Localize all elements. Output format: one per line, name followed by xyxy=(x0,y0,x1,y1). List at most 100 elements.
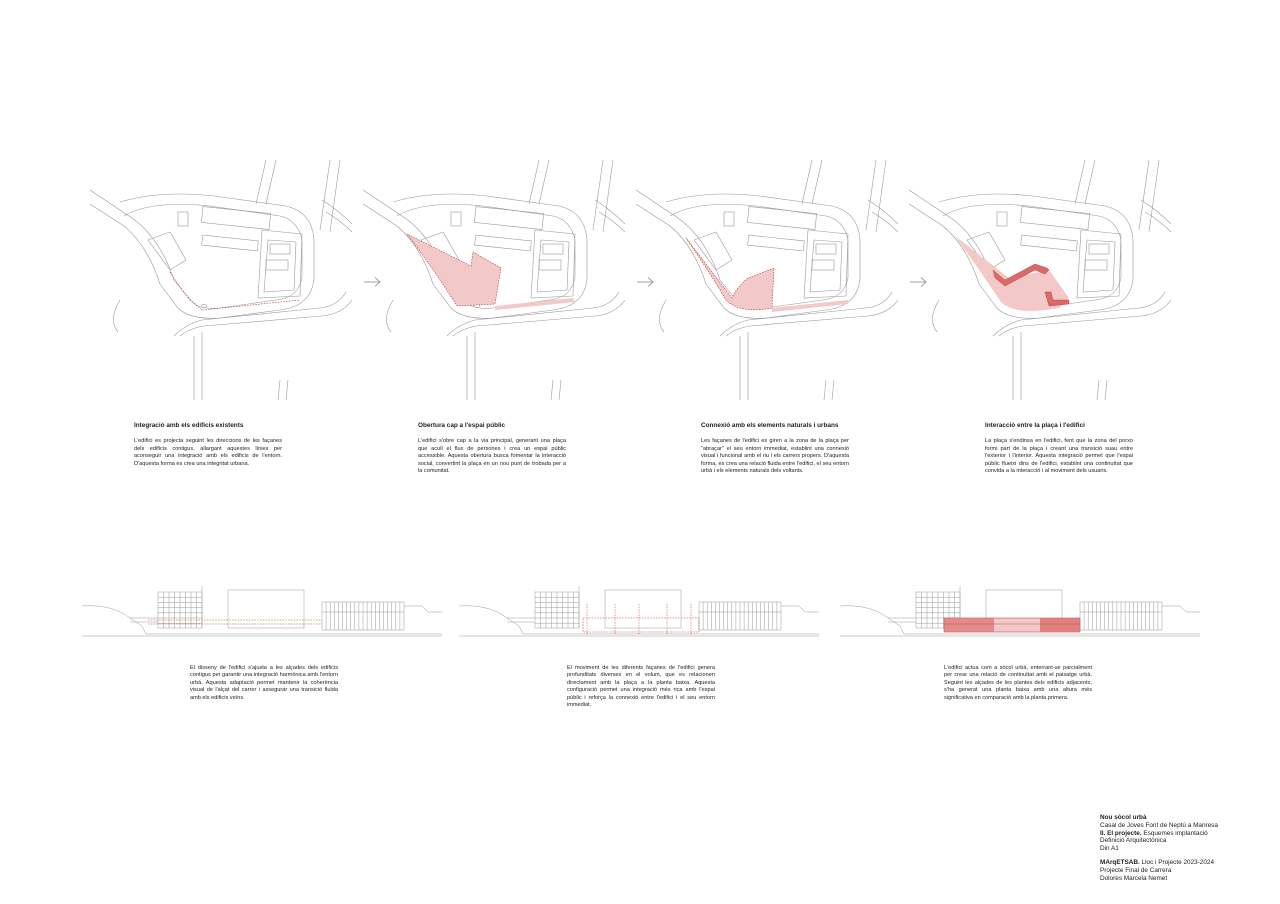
street-edge xyxy=(801,160,823,205)
site-plan-4 xyxy=(909,160,1171,400)
street-edge xyxy=(932,299,940,333)
building-footprint xyxy=(265,259,289,271)
street-edge xyxy=(719,291,893,337)
facade-depth-outline xyxy=(582,617,700,633)
format-line: Din A1 xyxy=(1100,845,1119,853)
project-subtitle: Casal de Joves Font de Neptú a Manresa xyxy=(1100,821,1218,829)
site-plan-2 xyxy=(363,160,625,400)
building-footprint xyxy=(474,206,544,230)
street-edge xyxy=(1140,199,1171,233)
street-edge xyxy=(594,199,625,233)
plinth-volume xyxy=(944,618,994,632)
ground-line xyxy=(459,605,819,635)
building-footprint xyxy=(747,206,817,230)
building-block xyxy=(803,229,849,299)
street-edge xyxy=(277,379,289,400)
diagram-text: Les façanes de l'edifici es giren a la z… xyxy=(701,438,849,475)
building-courtyard xyxy=(1082,239,1116,293)
street-elevation-2-drawing xyxy=(459,586,819,637)
building-block xyxy=(1076,229,1122,299)
street-edge xyxy=(386,299,394,333)
street-edge xyxy=(867,199,898,233)
street-edge xyxy=(888,617,916,623)
street-elevation-2 xyxy=(459,582,819,644)
building-block xyxy=(530,229,576,299)
porch-volume xyxy=(992,263,1050,287)
building-footprint xyxy=(177,211,189,227)
arrow-right-icon xyxy=(637,276,655,288)
elevation-description-1: El disseny de l'edifici s'ajusta a les a… xyxy=(190,665,338,701)
project-title: Nou sòcol urbà xyxy=(1100,814,1147,821)
street-edge xyxy=(636,193,861,319)
diagram-description-2: Obertura cap a l'espai públic L'edifici … xyxy=(418,422,566,475)
building-facade xyxy=(227,589,305,629)
ground-line xyxy=(840,605,1200,635)
street-edge xyxy=(173,291,347,337)
street-edge xyxy=(363,193,588,319)
street-edge xyxy=(998,299,1171,337)
school-label: MArqETSAB. xyxy=(1100,858,1140,866)
site-plan-3 xyxy=(636,160,898,400)
street-edge xyxy=(466,332,476,400)
elevation-description-3: L'edifici actua com a sòcol urbà, enterr… xyxy=(944,665,1092,701)
building-footprint xyxy=(747,234,805,252)
school-line: MArqETSAB. Lloc i Projecte 2023-2024 xyxy=(1100,859,1260,867)
section-line: II. El projecte. Esquemes implantació xyxy=(1100,830,1260,838)
street-edge xyxy=(992,291,1166,337)
street-elevation-3-drawing xyxy=(840,586,1200,637)
street-edge xyxy=(636,189,849,309)
building-facade xyxy=(604,589,682,629)
building-footprint xyxy=(1020,234,1078,252)
street-elevation-1-drawing xyxy=(82,586,442,637)
building-footprint xyxy=(1084,259,1108,271)
elevation-description-2: El moviment de les diferents façanes de … xyxy=(567,665,715,709)
street-elevation-1 xyxy=(82,582,442,644)
building-footprint xyxy=(542,243,564,255)
building-footprint xyxy=(996,211,1008,227)
public-space-opening xyxy=(406,233,502,307)
porch-volume xyxy=(1044,291,1070,307)
street-edge xyxy=(179,299,352,337)
thesis-line: Projecte Final de Carrera xyxy=(1100,866,1172,874)
building-footprint xyxy=(538,259,562,271)
street-edge xyxy=(781,605,819,613)
street-edge xyxy=(404,605,442,613)
street-edge xyxy=(1138,160,1160,233)
street-edge xyxy=(823,379,835,400)
street-edge xyxy=(592,160,614,233)
alignment-line xyxy=(169,271,301,311)
section-name: Esquemes implantació xyxy=(1141,829,1208,837)
building-footprint xyxy=(147,231,187,271)
site-plan-1-drawing xyxy=(90,160,352,400)
street-edge xyxy=(1012,332,1022,400)
street-edge xyxy=(528,160,550,205)
street-edge xyxy=(255,160,277,205)
section-label: II. El projecte. xyxy=(1100,829,1142,837)
arrow-right-icon xyxy=(364,276,382,288)
public-space-opening xyxy=(495,298,575,310)
site-plan-1 xyxy=(90,160,352,400)
street-edge xyxy=(865,160,887,233)
diagram-title: Interacció entre la plaça i l'edifici xyxy=(985,422,1085,429)
arrow-right-icon xyxy=(910,276,928,288)
street-edge xyxy=(321,199,352,233)
title-block: Nou sòcol urbà Casal de Joves Font de Ne… xyxy=(1100,814,1260,882)
building-block xyxy=(257,229,303,299)
street-edge xyxy=(909,193,1134,319)
street-edge xyxy=(446,291,620,337)
building-footprint xyxy=(269,243,291,255)
building-footprint xyxy=(1088,243,1110,255)
building-footprint xyxy=(474,234,532,252)
diagram-title: Connexió amb els elements naturals i urb… xyxy=(701,422,839,429)
street-elevation-3 xyxy=(840,582,1200,644)
street-edge xyxy=(507,617,535,623)
building-courtyard xyxy=(536,239,570,293)
site-plan-3-drawing xyxy=(636,160,898,400)
building-footprint xyxy=(201,206,271,230)
author-name: Dolores Marcela Nemet xyxy=(1100,874,1168,882)
site-plan-4-drawing xyxy=(909,160,1171,400)
diagram-text: L'edifici es projecta seguint les direcc… xyxy=(134,438,282,467)
building-footprint xyxy=(815,243,837,255)
site-plan-2-drawing xyxy=(363,160,625,400)
building-footprint xyxy=(201,234,259,252)
